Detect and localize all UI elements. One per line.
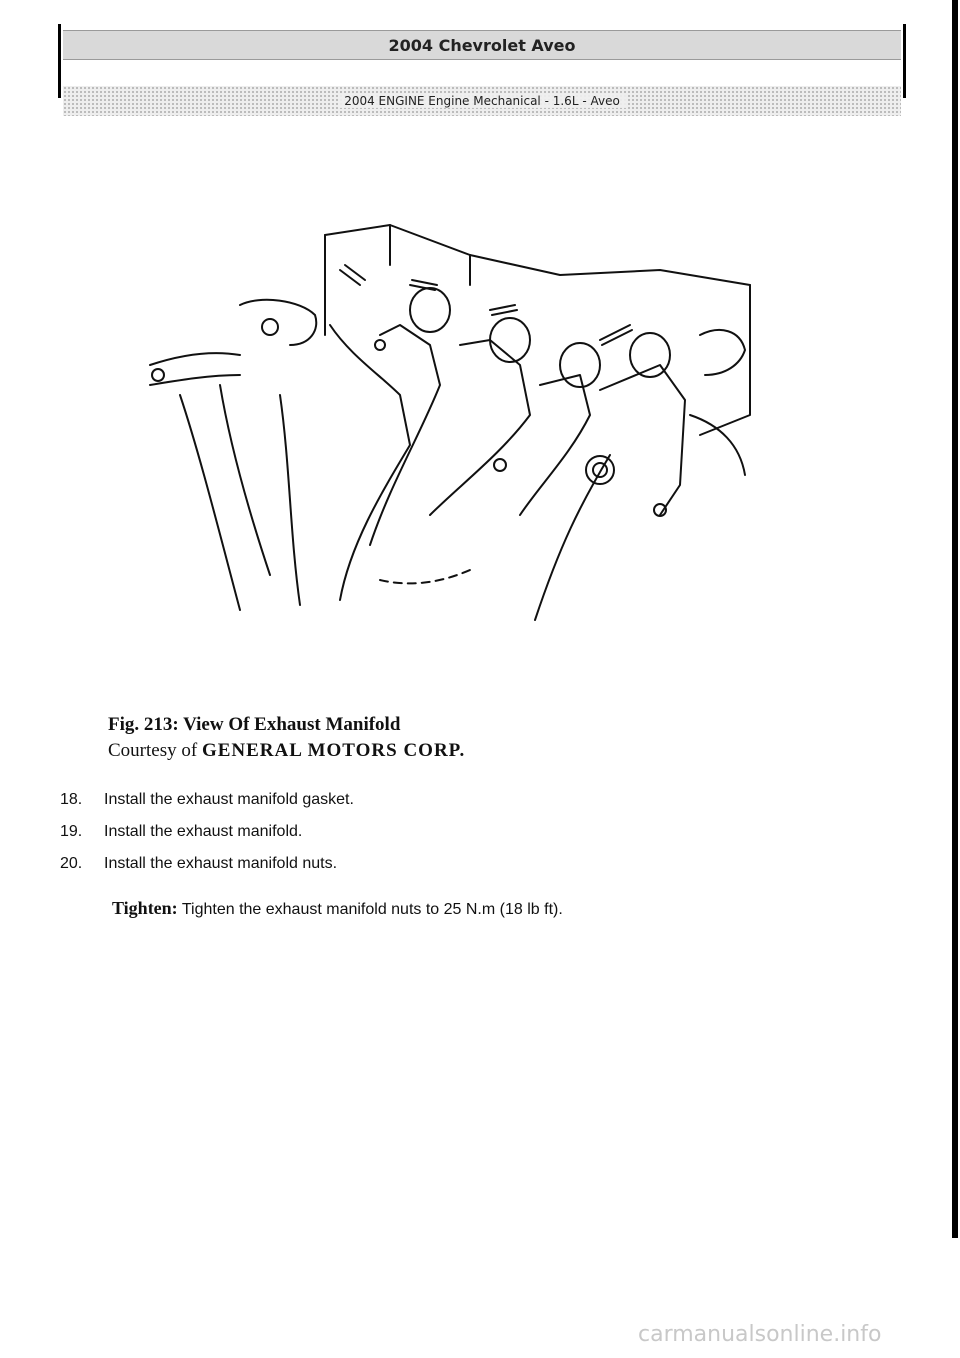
document-subtitle-bar: 2004 ENGINE Engine Mechanical - 1.6L - A… bbox=[63, 86, 901, 116]
page-header: 2004 Chevrolet Aveo 2004 ENGINE Engine M… bbox=[58, 24, 906, 116]
procedure-step: 18. Install the exhaust manifold gasket. bbox=[60, 786, 354, 818]
step-text: Install the exhaust manifold. bbox=[104, 823, 303, 840]
figure-title: Fig. 213: View Of Exhaust Manifold bbox=[108, 714, 401, 735]
torque-spec: Tighten: Tighten the exhaust manifold nu… bbox=[112, 898, 563, 919]
courtesy-prefix: Courtesy of bbox=[108, 740, 198, 761]
exhaust-manifold-illustration bbox=[140, 215, 760, 630]
document-title: 2004 Chevrolet Aveo bbox=[63, 30, 901, 60]
site-watermark: carmanualsonline.info bbox=[638, 1322, 882, 1347]
figure-caption: Fig. 213: View Of Exhaust Manifold Court… bbox=[108, 712, 465, 764]
torque-label: Tighten: bbox=[112, 898, 178, 918]
page-border bbox=[952, 0, 958, 1238]
step-number: 19. bbox=[60, 823, 83, 840]
document-subtitle: 2004 ENGINE Engine Mechanical - 1.6L - A… bbox=[338, 94, 626, 108]
torque-text: Tighten the exhaust manifold nuts to 25 … bbox=[181, 901, 563, 918]
procedure-steps: 18.Install the exhaust manifold gasket. … bbox=[60, 786, 354, 882]
header-right-rule bbox=[903, 24, 906, 98]
step-number: 18. bbox=[60, 791, 83, 808]
courtesy-company: GENERAL MOTORS CORP. bbox=[201, 740, 466, 761]
step-text: Install the exhaust manifold gasket. bbox=[104, 791, 354, 808]
figure-courtesy: Courtesy of GENERAL MOTORS CORP. bbox=[108, 738, 465, 764]
header-left-rule bbox=[58, 24, 61, 98]
step-text: Install the exhaust manifold nuts. bbox=[104, 855, 338, 872]
step-number: 20. bbox=[60, 855, 83, 872]
procedure-step: 20. Install the exhaust manifold nuts. bbox=[60, 850, 354, 882]
procedure-step: 19. Install the exhaust manifold. bbox=[60, 818, 354, 850]
